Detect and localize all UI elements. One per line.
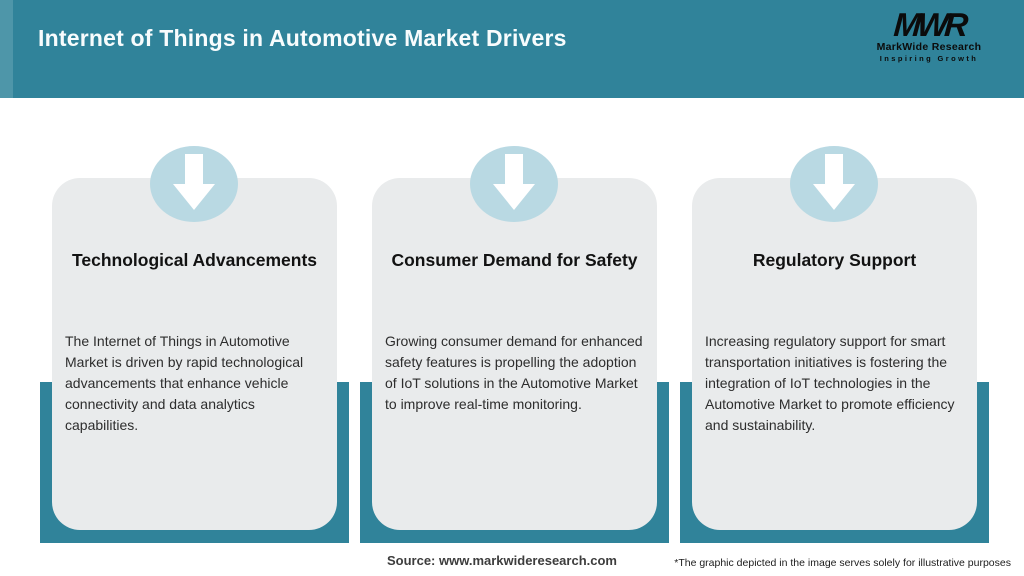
- card-title: Technological Advancements: [71, 250, 318, 270]
- header-band: Internet of Things in Automotive Market …: [0, 0, 1024, 98]
- source-line: Source: www.markwideresearch.com: [386, 553, 617, 568]
- down-arrow-icon: [150, 146, 238, 222]
- header-accent-strip: [0, 0, 13, 98]
- driver-card-technological-advancements: Technological Advancements The Internet …: [40, 146, 349, 551]
- card-title: Consumer Demand for Safety: [391, 250, 638, 270]
- markwide-logo: MWR MarkWide Research Inspiring Growth: [853, 6, 1005, 64]
- card: Consumer Demand for Safety Growing consu…: [372, 178, 657, 530]
- driver-card-regulatory-support: Regulatory Support Increasing regulatory…: [680, 146, 989, 551]
- card: Technological Advancements The Internet …: [52, 178, 337, 530]
- card-body: Growing consumer demand for enhanced saf…: [385, 333, 643, 412]
- logo-tagline: Inspiring Growth: [879, 54, 979, 64]
- down-arrow-icon: [470, 146, 558, 222]
- card-body: Increasing regulatory support for smart …: [705, 333, 955, 433]
- card-body: The Internet of Things in Automotive Mar…: [65, 333, 304, 433]
- disclaimer-note: *The graphic depicted in the image serve…: [674, 557, 1011, 569]
- card-title: Regulatory Support: [752, 250, 917, 270]
- down-arrow-icon: [790, 146, 878, 222]
- card: Regulatory Support Increasing regulatory…: [692, 178, 977, 530]
- logo-monogram: MWR: [892, 6, 966, 43]
- driver-card-consumer-demand-for-safety: Consumer Demand for Safety Growing consu…: [360, 146, 669, 551]
- logo-name: MarkWide Research: [876, 41, 982, 54]
- page-title: Internet of Things in Automotive Market …: [38, 25, 567, 51]
